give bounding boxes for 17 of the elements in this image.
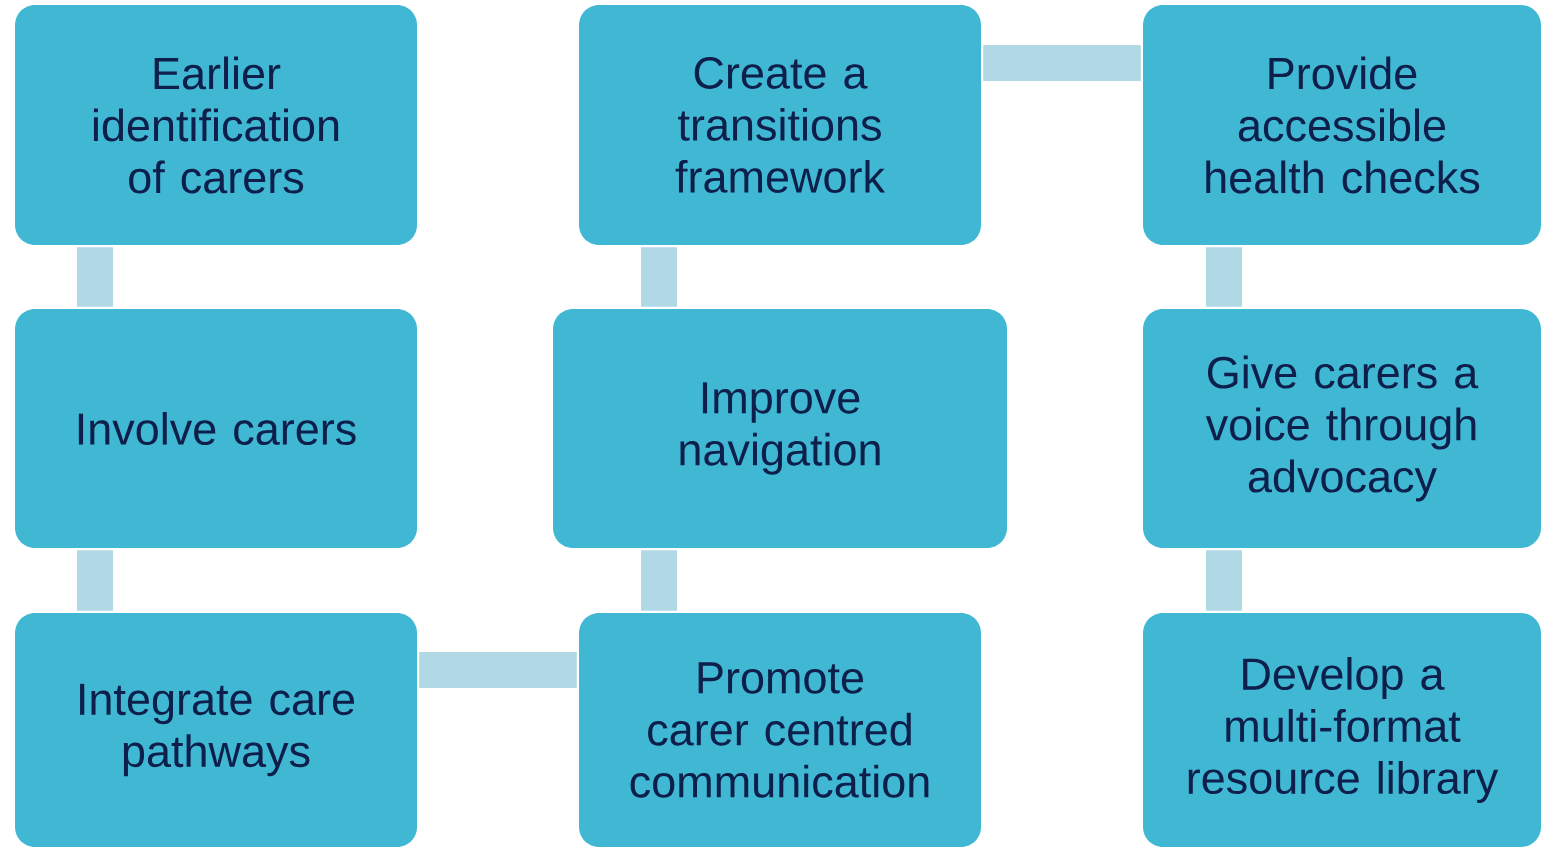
connector-bar	[1206, 550, 1242, 611]
connector-bar	[419, 652, 577, 688]
connector-bar	[983, 45, 1141, 81]
connector-bar	[641, 247, 677, 307]
process-box: Develop a multi-format resource library	[1143, 613, 1541, 847]
process-box: Improve navigation	[553, 309, 1007, 548]
process-box: Give carers a voice through advocacy	[1143, 309, 1541, 548]
process-box: Promote carer centred communication	[579, 613, 981, 847]
process-box: Create a transitions framework	[579, 5, 981, 245]
connector-bar	[77, 247, 113, 307]
process-box: Earlier identification of carers	[15, 5, 417, 245]
connector-bar	[641, 550, 677, 611]
connector-bar	[1206, 247, 1242, 307]
process-box: Integrate care pathways	[15, 613, 417, 847]
connector-bar	[77, 550, 113, 611]
process-box: Provide accessible health checks	[1143, 5, 1541, 245]
process-box: Involve carers	[15, 309, 417, 548]
